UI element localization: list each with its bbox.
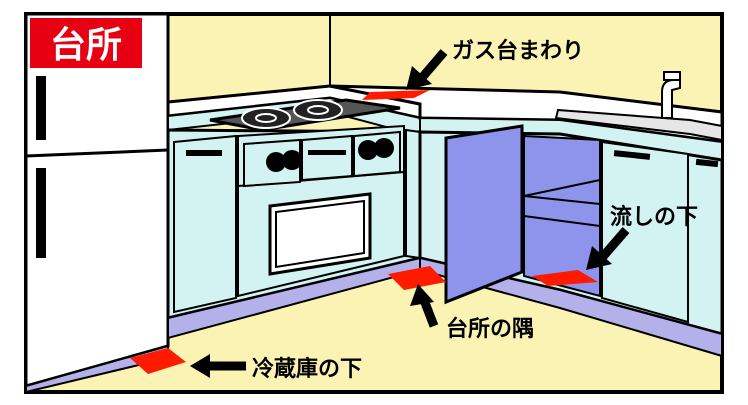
- stove-top: [209, 98, 401, 132]
- arrow-kitchen-corner: [410, 284, 439, 328]
- left-cabinets: [166, 124, 422, 320]
- arrow-under-fridge: [190, 354, 246, 378]
- marker-gas-stand: [362, 90, 430, 100]
- title-badge: 台所: [30, 18, 142, 68]
- label-under-sink: 流しの下: [610, 204, 698, 230]
- title-badge-background: [30, 18, 142, 68]
- label-kitchen-corner: 台所の隅: [446, 316, 534, 342]
- open-cabinet-door: [444, 124, 524, 305]
- marker-kitchen-corner: [388, 266, 446, 290]
- sink: [554, 71, 723, 142]
- title-text: 台所: [50, 25, 122, 66]
- marker-under-sink: [532, 270, 598, 286]
- label-gas-stand: ガス台まわり: [452, 38, 584, 64]
- marker-under-fridge: [130, 348, 186, 374]
- arrow-gas-stand: [406, 49, 448, 90]
- arrow-under-sink: [586, 227, 630, 270]
- refrigerator: [24, 12, 170, 394]
- label-under-fridge: 冷蔵庫の下: [252, 356, 362, 382]
